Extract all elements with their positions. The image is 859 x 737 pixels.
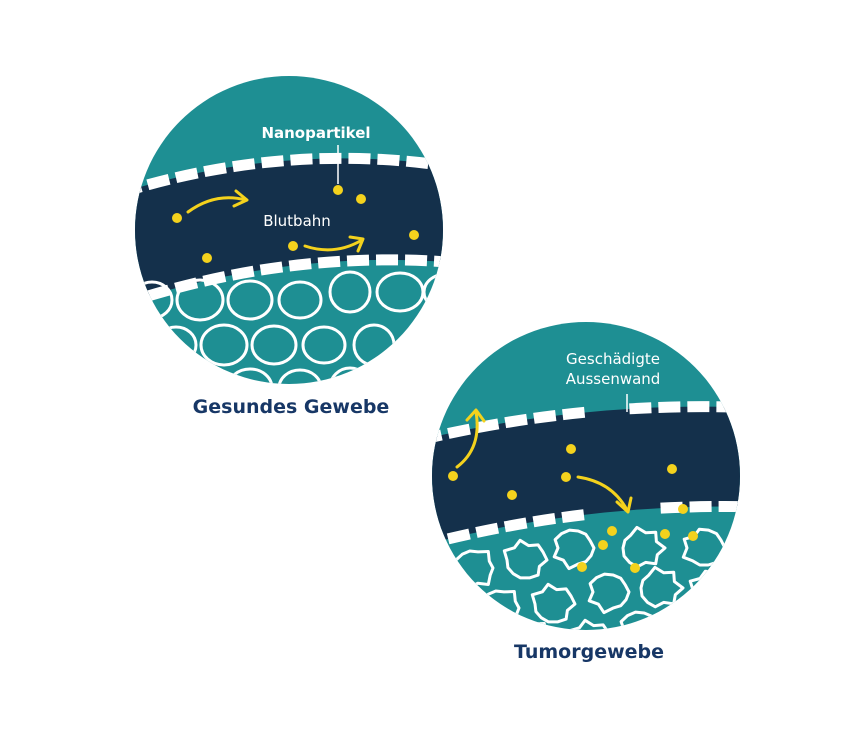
nanoparticle xyxy=(409,230,419,240)
nanoparticle xyxy=(202,253,212,263)
healthy-lower-wall xyxy=(135,254,443,311)
flow-arrow-1 xyxy=(186,196,248,214)
tumor-cell xyxy=(530,582,577,624)
healthy-bloodstream xyxy=(135,158,443,305)
damaged-wall-label-line2: Aussenwand xyxy=(566,370,661,388)
flow-arrow-2-head xyxy=(348,235,365,253)
nanoparticle xyxy=(448,471,458,481)
nanoparticle xyxy=(507,490,517,500)
healthy-upper-wall xyxy=(135,152,443,199)
healthy-flow-arrows xyxy=(186,189,365,253)
tumor-cell xyxy=(502,538,549,580)
tumor-bloodstream xyxy=(432,406,740,546)
extravasation-arrow-head xyxy=(615,496,633,514)
tumor-cell xyxy=(621,525,667,569)
nanoparticle xyxy=(566,444,576,454)
healthy-cell xyxy=(250,324,298,366)
nanoparticle xyxy=(288,241,298,251)
flow-arrow-2 xyxy=(303,238,364,252)
nanoparticle xyxy=(598,540,608,550)
tumor-lower-wall xyxy=(432,500,740,552)
nanoparticle xyxy=(356,194,366,204)
healthy-tissue-circle: Nanopartikel Blutbahn xyxy=(135,76,443,384)
escape-arrow xyxy=(455,410,479,469)
tumor-tissue-circle: Geschädigte Aussenwand xyxy=(432,322,740,630)
healthy-cell xyxy=(328,270,372,314)
nanoparticle xyxy=(688,531,698,541)
tumor-cell xyxy=(639,565,685,609)
tumor-cell xyxy=(567,618,614,630)
nanoparticle xyxy=(172,213,182,223)
healthy-cell xyxy=(277,368,323,384)
escape-arrow-head xyxy=(465,408,486,423)
tumor-cell xyxy=(618,610,662,630)
healthy-cell xyxy=(399,324,443,366)
nanoparticle xyxy=(607,526,617,536)
healthy-cell xyxy=(226,367,274,384)
tumor-flow-arrows xyxy=(455,408,633,514)
healthy-cell xyxy=(301,325,347,365)
nanoparticle xyxy=(678,504,688,514)
healthy-cell xyxy=(226,279,274,321)
healthy-tissue-caption: Gesundes Gewebe xyxy=(192,396,390,418)
nanoparticle xyxy=(660,529,670,539)
nanoparticle xyxy=(333,185,343,195)
nanoparticle xyxy=(667,464,677,474)
tumor-cell xyxy=(587,572,631,615)
healthy-cell xyxy=(199,323,249,367)
damaged-wall-label-line1: Geschädigte xyxy=(566,350,660,368)
healthy-cell xyxy=(422,272,443,312)
tumor-upper-wall xyxy=(432,401,740,446)
nanoparticle-label: Nanopartikel xyxy=(261,124,370,142)
healthy-nanoparticles xyxy=(172,185,419,263)
flow-arrow-1-head xyxy=(232,189,249,208)
nanoparticle xyxy=(561,472,571,482)
healthy-cell xyxy=(277,280,323,320)
tumor-tissue-caption: Tumorgewebe xyxy=(513,641,665,663)
nanoparticle xyxy=(577,562,587,572)
extravasation-arrow xyxy=(576,475,629,512)
bloodstream-label: Blutbahn xyxy=(263,212,331,230)
nanoparticle xyxy=(630,563,640,573)
healthy-cell xyxy=(175,278,225,322)
healthy-cell xyxy=(328,366,372,384)
tumor-nanoparticles xyxy=(448,444,698,573)
